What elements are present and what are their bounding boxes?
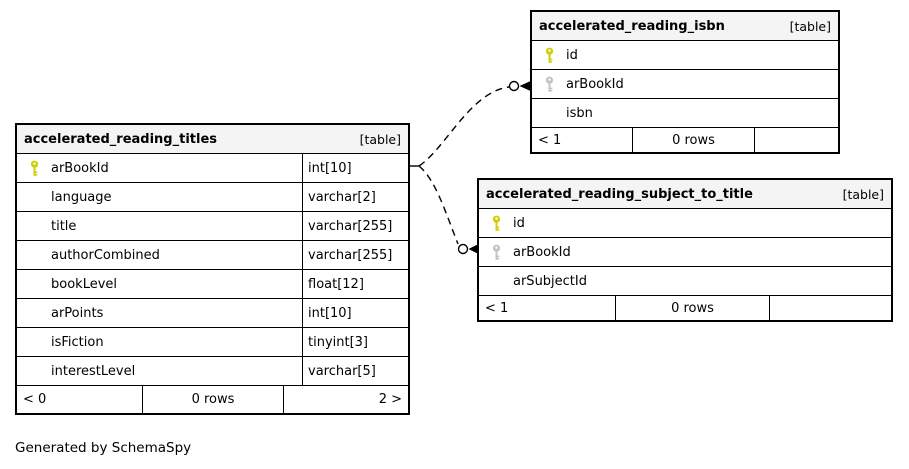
foreign-key-icon: [544, 76, 556, 93]
table-footer: < 1 0 rows: [532, 128, 838, 152]
relation-circle-marker: [457, 243, 469, 255]
column-row: language varchar[2]: [17, 183, 408, 212]
table-name[interactable]: accelerated_reading_isbn: [539, 18, 725, 34]
table-name[interactable]: accelerated_reading_titles: [24, 131, 218, 147]
table-tag: [table]: [842, 186, 884, 202]
relation-line-titles-isbn: [418, 86, 510, 167]
column-type: int[10]: [302, 154, 408, 182]
column-name: title: [51, 218, 77, 234]
column-name: bookLevel: [51, 276, 118, 292]
column-row: isbn: [532, 99, 838, 128]
table-header[interactable]: accelerated_reading_titles [table]: [17, 125, 408, 154]
table-accelerated_reading_subject_to_title[interactable]: accelerated_reading_subject_to_title [ta…: [477, 178, 893, 322]
table-header[interactable]: accelerated_reading_isbn [table]: [532, 12, 838, 41]
column-name: arBookId: [51, 160, 109, 176]
footer-children-count: [770, 296, 891, 320]
column-row: arBookId: [479, 238, 891, 267]
column-type: tinyint[3]: [302, 328, 408, 356]
primary-key-icon: [29, 160, 41, 177]
column-type: varchar[255]: [302, 241, 408, 269]
column-name: interestLevel: [51, 363, 136, 379]
table-accelerated_reading_titles[interactable]: accelerated_reading_titles [table] arBoo…: [15, 123, 410, 415]
column-row: authorCombined varchar[255]: [17, 241, 408, 270]
footer-children-count: [755, 128, 838, 152]
column-name: id: [566, 47, 578, 63]
generated-by-credit: Generated by SchemaSpy: [15, 440, 192, 456]
table-header[interactable]: accelerated_reading_subject_to_title [ta…: [479, 180, 891, 209]
key-placeholder: [29, 247, 41, 264]
column-type: float[12]: [302, 270, 408, 298]
column-row: arBookId: [532, 70, 838, 99]
column-name: language: [51, 189, 112, 205]
column-row: arBookId int[10]: [17, 154, 408, 183]
relation-line-titles-subject: [418, 165, 459, 245]
primary-key-icon: [544, 47, 556, 64]
key-placeholder: [29, 276, 41, 293]
key-placeholder: [29, 218, 41, 235]
key-placeholder: [29, 363, 41, 380]
column-name: isbn: [566, 105, 593, 121]
column-row: arSubjectId: [479, 267, 891, 296]
column-row: id: [532, 41, 838, 70]
table-footer: < 0 0 rows 2 >: [17, 386, 408, 413]
primary-key-icon: [491, 215, 503, 232]
column-row: interestLevel varchar[5]: [17, 357, 408, 386]
column-name: arSubjectId: [513, 273, 587, 289]
table-tag: [table]: [359, 131, 401, 147]
key-placeholder: [29, 189, 41, 206]
column-name: arPoints: [51, 305, 104, 321]
table-tag: [table]: [789, 18, 831, 34]
key-placeholder: [491, 273, 503, 290]
column-row: isFiction tinyint[3]: [17, 328, 408, 357]
footer-children-count: 2 >: [378, 392, 402, 407]
column-name: arBookId: [513, 244, 571, 260]
table-accelerated_reading_isbn[interactable]: accelerated_reading_isbn [table] id arBo…: [530, 10, 840, 154]
key-placeholder: [29, 334, 41, 351]
column-type: varchar[255]: [302, 212, 408, 240]
column-name: arBookId: [566, 76, 624, 92]
footer-parents-count: < 1: [485, 300, 509, 316]
footer-row-count: 0 rows: [632, 128, 755, 152]
column-row: title varchar[255]: [17, 212, 408, 241]
footer-row-count: 0 rows: [142, 386, 284, 413]
column-name: isFiction: [51, 334, 104, 350]
column-type: varchar[5]: [302, 357, 408, 385]
column-name: id: [513, 215, 525, 231]
footer-parents-count: < 1: [538, 132, 562, 148]
table-footer: < 1 0 rows: [479, 296, 891, 320]
column-row: bookLevel float[12]: [17, 270, 408, 299]
column-type: int[10]: [302, 299, 408, 327]
column-row: id: [479, 209, 891, 238]
footer-row-count: 0 rows: [615, 296, 770, 320]
column-row: arPoints int[10]: [17, 299, 408, 328]
footer-parents-count: < 0: [23, 392, 47, 407]
column-type: varchar[2]: [302, 183, 408, 211]
column-name: authorCombined: [51, 247, 160, 263]
relation-circle-marker: [508, 80, 520, 92]
key-placeholder: [544, 105, 556, 122]
foreign-key-icon: [491, 244, 503, 261]
key-placeholder: [29, 305, 41, 322]
table-name[interactable]: accelerated_reading_subject_to_title: [486, 186, 753, 202]
relation-arrowhead: [519, 81, 530, 91]
